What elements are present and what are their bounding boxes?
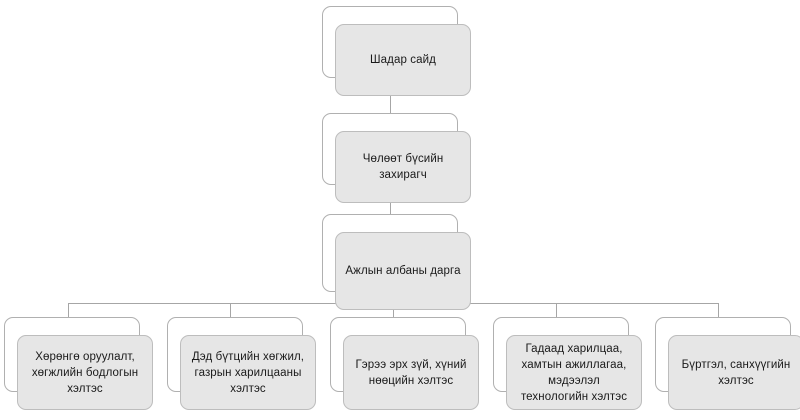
org-node-contract-law-human-resources-dept[interactable]: Гэрээ эрх зүй, хүний нөөцийн хэлтэс xyxy=(330,317,479,410)
node-front-plate: Гэрээ эрх зүй, хүний нөөцийн хэлтэс xyxy=(343,335,479,410)
connector-drop-d1 xyxy=(68,303,69,317)
connector-drop-d3 xyxy=(393,303,394,317)
connector-drop-d2 xyxy=(230,303,231,317)
node-front-plate: Бүртгэл, санхүүгийн хэлтэс xyxy=(668,335,800,410)
node-front-plate: Шадар сайд xyxy=(335,24,471,96)
node-front-plate: Гадаад харилцаа, хамтын ажиллагаа, мэдээ… xyxy=(506,335,642,410)
connector-n2-to-n3 xyxy=(390,190,391,220)
org-node-label: Дэд бүтцийн хөгжил, газрын харилцааны хэ… xyxy=(191,350,305,395)
org-node-label: Бүртгэл, санхүүгийн хэлтэс xyxy=(681,358,791,387)
node-front-plate: Ажлын албаны дарга xyxy=(335,232,471,310)
node-front-plate: Чөлөөт бүсийн захирагч xyxy=(335,131,471,203)
node-front-plate: Дэд бүтцийн хөгжил, газрын харилцааны хэ… xyxy=(180,335,316,410)
org-node-foreign-relations-it-dept[interactable]: Гадаад харилцаа, хамтын ажиллагаа, мэдээ… xyxy=(493,317,642,410)
org-node-office-director[interactable]: Ажлын албаны дарга xyxy=(322,214,471,310)
org-node-label: Шадар сайд xyxy=(370,54,436,66)
org-node-label: Гадаад харилцаа, хамтын ажиллагаа, мэдээ… xyxy=(520,342,628,403)
connector-drop-d4 xyxy=(556,303,557,317)
connector-n1-to-n2 xyxy=(390,96,391,118)
org-node-label: Гэрээ эрх зүй, хүний нөөцийн хэлтэс xyxy=(355,358,467,387)
org-node-label: Ажлын албаны дарга xyxy=(345,265,461,277)
org-node-registration-finance-dept[interactable]: Бүртгэл, санхүүгийн хэлтэс xyxy=(655,317,800,410)
org-node-label: Хөрөнгө оруулалт, хөгжлийн бодлогын хэлт… xyxy=(31,350,139,395)
org-node-infrastructure-land-relations-dept[interactable]: Дэд бүтцийн хөгжил, газрын харилцааны хэ… xyxy=(167,317,316,410)
org-node-deputy-minister[interactable]: Шадар сайд xyxy=(322,6,471,96)
org-node-free-zone-governor[interactable]: Чөлөөт бүсийн захирагч xyxy=(322,113,471,203)
connector-drop-d5 xyxy=(718,303,719,317)
org-node-label: Чөлөөт бүсийн захирагч xyxy=(362,153,444,181)
org-node-investment-development-policy-dept[interactable]: Хөрөнгө оруулалт, хөгжлийн бодлогын хэлт… xyxy=(4,317,153,410)
node-front-plate: Хөрөнгө оруулалт, хөгжлийн бодлогын хэлт… xyxy=(17,335,153,410)
